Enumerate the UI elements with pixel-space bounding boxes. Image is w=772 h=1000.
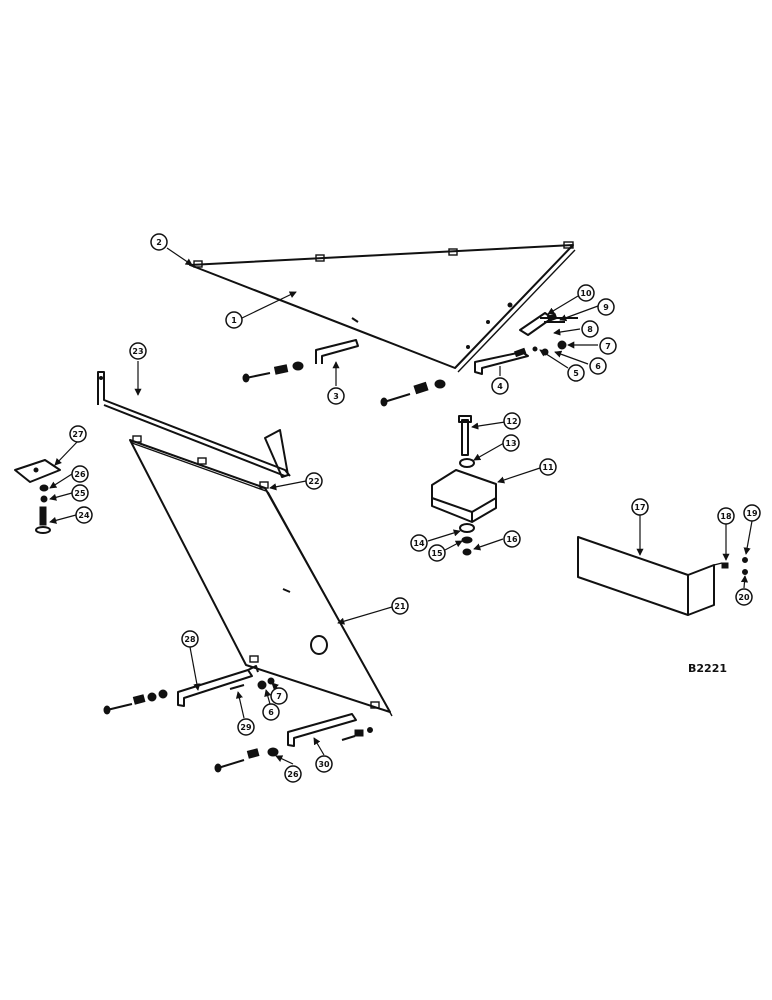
callout-12: 12 [503,412,521,430]
svg-text:3: 3 [333,392,339,401]
bolt-set-upper-right [380,379,446,407]
callout-20: 20 [735,588,753,606]
svg-text:17: 17 [634,503,645,512]
upper-cover-plate [189,241,576,373]
svg-text:7: 7 [605,342,611,351]
svg-text:30: 30 [318,760,330,769]
bolt-set-upper-left [242,361,304,383]
svg-text:9: 9 [603,303,609,312]
callout-18: 18 [717,507,735,525]
svg-text:19: 19 [746,509,758,518]
svg-text:18: 18 [720,512,732,521]
callout-6-lower: 6 [262,703,280,721]
svg-text:26: 26 [287,770,299,779]
callout-25: 25 [71,484,89,502]
callout-22: 22 [305,472,323,490]
svg-text:6: 6 [595,362,601,371]
svg-text:26: 26 [74,470,86,479]
callout-21: 21 [391,597,409,615]
leader-lines [49,247,753,765]
callout-8: 8 [581,320,599,338]
svg-text:13: 13 [505,439,516,448]
callout-26-left: 26 [71,465,89,483]
callout-28: 28 [181,630,199,648]
callout-26: 26 [284,765,302,783]
pad-part-27 [14,459,61,534]
svg-text:12: 12 [506,417,517,426]
callout-17: 17 [631,498,649,516]
lower-cover-plate [129,435,393,717]
svg-text:25: 25 [74,489,86,498]
bracket-part-30 [287,713,357,747]
callout-16: 16 [503,530,521,548]
svg-text:6: 6 [268,708,274,717]
callout-9: 9 [597,298,615,316]
bracket-part-28 [177,665,259,707]
svg-text:1: 1 [231,316,237,325]
callout-29: 29 [237,718,255,736]
callout-6: 6 [589,357,607,375]
callout-24: 24 [75,506,93,524]
callout-30: 30 [315,755,333,773]
svg-text:16: 16 [506,535,518,544]
svg-text:4: 4 [497,382,503,391]
svg-text:20: 20 [738,593,750,602]
svg-text:21: 21 [394,602,406,611]
bracket-part-3 [315,339,359,386]
bracket-part-11 [431,415,497,556]
svg-text:28: 28 [184,635,196,644]
callout-2: 2 [150,233,168,251]
svg-text:11: 11 [542,463,554,472]
svg-text:8: 8 [587,325,593,334]
bolt-set-lower-30 [214,727,373,773]
callout-4: 4 [491,377,509,395]
callout-15: 15 [428,544,446,562]
svg-text:15: 15 [431,549,443,558]
svg-text:14: 14 [413,539,425,548]
bolt-set-lower-28 [103,677,275,715]
callout-7-lower: 7 [270,687,288,705]
svg-text:2: 2 [156,238,162,247]
svg-text:23: 23 [132,347,143,356]
svg-text:7: 7 [276,692,282,701]
svg-text:29: 29 [240,723,252,732]
callout-7: 7 [599,337,617,355]
callout-5: 5 [567,364,585,382]
svg-text:22: 22 [308,477,319,486]
callout-23: 23 [129,342,147,360]
shield-part-17 [577,536,748,616]
drawing-ref-code: B2221 [688,662,727,675]
callout-1: 1 [225,311,243,329]
svg-text:5: 5 [573,369,579,378]
svg-text:27: 27 [72,430,83,439]
callout-11: 11 [539,458,557,476]
angle-bar-part-23 [97,371,291,478]
bracket-part-4 [474,351,529,376]
callout-10: 10 [577,284,595,302]
callout-3: 3 [327,387,345,405]
callout-19: 19 [743,504,761,522]
svg-text:24: 24 [78,511,90,520]
svg-text:10: 10 [580,289,592,298]
callout-27-left: 27 [69,425,87,443]
hardware-5-10 [513,312,578,358]
callout-14: 14 [410,534,428,552]
callout-13: 13 [502,434,520,452]
